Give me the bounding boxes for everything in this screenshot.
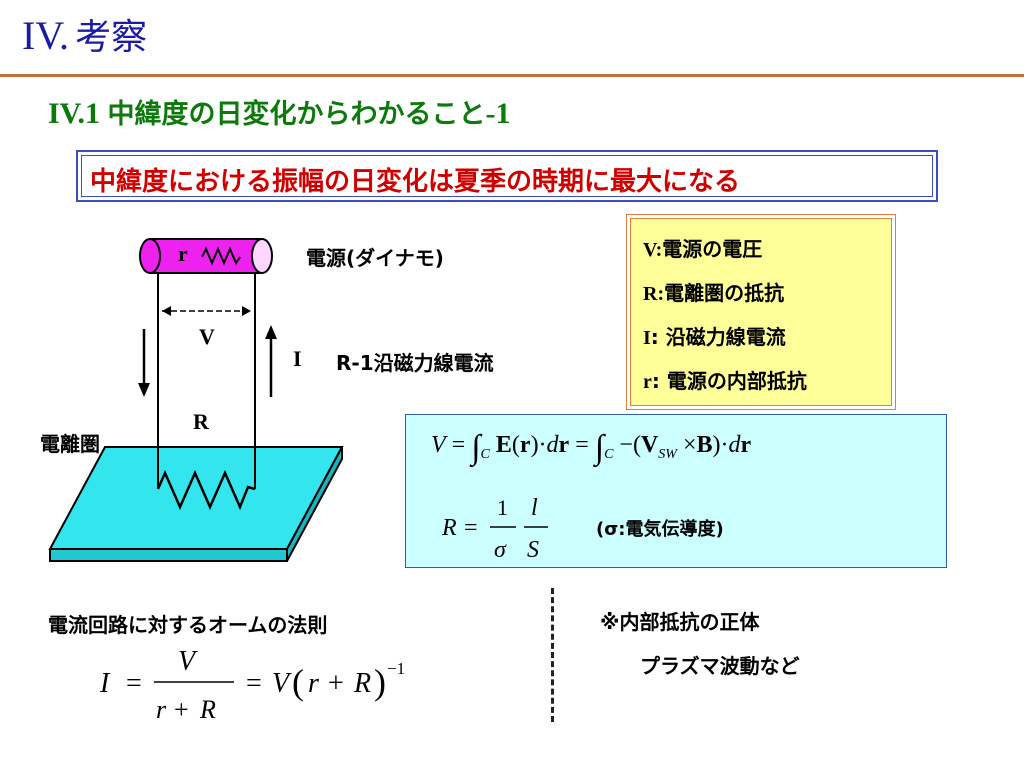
section-title: 中緯度の日変化からわかること: [107, 99, 486, 130]
title-rule: [0, 74, 1024, 77]
title-prefix: IV.: [22, 13, 70, 58]
note-line-1: ※内部抵抗の正体: [600, 610, 760, 634]
svg-text:r: r: [308, 668, 319, 699]
dynamo-left-end: [139, 238, 161, 274]
voltage-arrowhead-right: [242, 306, 251, 316]
ohm-law-equation: I = V r + R = V ( r + R ) −1: [99, 646, 405, 724]
variable-legend: V:電源の電圧 R:電離圏の抵抗 I: 沿磁力線電流 r: 電源の内部抵抗: [630, 218, 892, 406]
svg-text:r: r: [156, 695, 167, 724]
resistor-R-label: R: [193, 409, 209, 434]
svg-text:1: 1: [497, 495, 508, 520]
internal-resistor-label: r: [178, 241, 188, 266]
current-arrow-up-head: [265, 325, 277, 339]
ohm-law-title: 電流回路に対するオームの法則: [48, 613, 328, 637]
dynamo-body: [149, 238, 263, 274]
svg-text:=: =: [126, 668, 142, 699]
svg-text:R: R: [353, 668, 371, 699]
svg-text:V: V: [178, 646, 198, 677]
svg-text:=: =: [246, 668, 262, 699]
svg-text:+: +: [174, 695, 189, 724]
dynamo-label: 電源(ダイナモ): [306, 246, 444, 270]
svg-text:R: R: [199, 695, 216, 724]
section-suffix: -1: [485, 97, 511, 130]
resistor-R-zigzag: [156, 469, 256, 511]
conductivity-note: (σ:電気伝導度): [596, 519, 724, 540]
key-statement-box: 中緯度における振幅の日変化は夏季の時期に最大になる: [76, 150, 938, 202]
legend-item-internal-resistance: r: 電源の内部抵抗: [643, 369, 807, 393]
dynamo-right-end: [251, 238, 273, 274]
section-number: IV.1: [48, 97, 100, 130]
svg-text:V: V: [272, 668, 292, 699]
ionosphere-slab-front: [49, 548, 288, 562]
current-description: R-1沿磁力線電流: [336, 351, 494, 375]
svg-text:l: l: [531, 495, 538, 521]
ionosphere-label: 電離圏: [40, 432, 100, 456]
key-statement: 中緯度における振幅の日変化は夏季の時期に最大になる: [90, 167, 741, 197]
svg-text:R: R: [441, 515, 457, 541]
legend-item-resistance: R:電離圏の抵抗: [643, 281, 785, 305]
svg-text:): ): [374, 662, 386, 702]
resistance-equation: R = 1 σ l S: [441, 495, 548, 563]
current-arrow-down-head: [138, 383, 150, 397]
circuit-diagram: [48, 238, 344, 562]
voltage-arrowhead-left: [162, 306, 171, 316]
voltage-label: V: [199, 324, 215, 349]
page-title: IV.考察: [22, 8, 147, 60]
svg-text:σ: σ: [494, 537, 507, 563]
resistor-r-zigzag: [201, 246, 241, 266]
dashed-separator: [551, 588, 554, 722]
svg-text:S: S: [527, 537, 539, 563]
svg-text:+: +: [328, 668, 344, 699]
voltage-equation: V = ∫C E(r)·dr = ∫C −(VSW ×B)·dr: [431, 429, 752, 466]
section-heading: IV.1 中緯度の日変化からわかること-1: [48, 92, 510, 131]
current-label: I: [293, 346, 302, 371]
svg-text:(: (: [292, 662, 304, 702]
svg-text:I: I: [99, 668, 111, 699]
formula-box: V = ∫C E(r)·dr = ∫C −(VSW ×B)·dr R = 1 σ…: [405, 414, 947, 568]
svg-text:−1: −1: [387, 659, 405, 678]
legend-item-voltage: V:電源の電圧: [643, 237, 763, 261]
note-line-2: プラズマ波動など: [640, 654, 800, 678]
legend-item-current: I: 沿磁力線電流: [643, 325, 786, 349]
title-jp: 考察: [75, 17, 148, 58]
ionosphere-slab-side: [286, 446, 343, 562]
svg-text:=: =: [464, 515, 478, 541]
